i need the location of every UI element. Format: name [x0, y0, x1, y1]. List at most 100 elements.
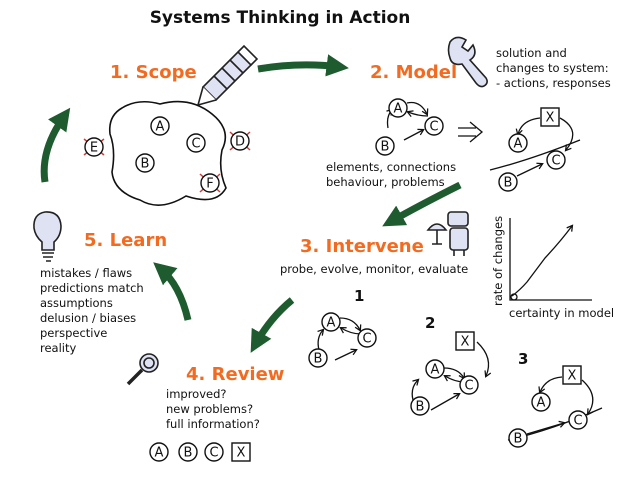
scope-node-a-letter: A [156, 120, 165, 135]
model-node-c: C [424, 116, 444, 136]
option-2-number: 2 [425, 314, 436, 332]
opt1-node-b: B [308, 348, 328, 368]
scope-node-f-excluded: F [200, 173, 220, 193]
model-elements-line: elements, connections [326, 160, 457, 174]
option-2-connections [411, 341, 492, 411]
model-elements-text: elements, connections behaviour, problem… [326, 160, 456, 190]
opt2-node-c-letter: C [464, 379, 473, 394]
model2-node-c-letter: C [551, 154, 560, 169]
scope-node-a: A [150, 116, 170, 136]
scope-node-e-excluded-letter: E [90, 141, 98, 156]
opt1-node-b-letter: B [314, 352, 323, 367]
pencil-icon [196, 44, 259, 107]
opt1-node-a: A [321, 312, 341, 332]
model2-node-x-letter: X [546, 111, 555, 126]
opt1-node-c-letter: C [362, 332, 371, 347]
model2-node-x: X [540, 107, 560, 127]
graph-start-point [510, 293, 518, 301]
opt3-node-a-letter: A [537, 396, 546, 411]
opt2-node-c: C [459, 375, 479, 395]
magnifier-icon [126, 353, 159, 386]
opt2-node-a: A [425, 359, 445, 379]
opt1-node-a-letter: A [327, 316, 336, 331]
robot-icon [426, 211, 469, 256]
review-node-a-letter: A [155, 446, 164, 461]
certainty-graph [509, 218, 592, 301]
opt2-node-b: B [410, 396, 430, 416]
opt2-node-a-letter: A [431, 363, 440, 378]
wrench-icon [447, 36, 488, 88]
opt3-node-x-letter: X [568, 369, 577, 384]
opt3-node-a: A [531, 392, 551, 412]
opt1-node-c: C [357, 328, 377, 348]
scope-blob [108, 100, 227, 206]
model-node-b: B [375, 136, 395, 156]
scope-node-f-excluded-letter: F [206, 177, 213, 192]
step-review-label: 4. Review [186, 364, 285, 385]
arrow-intervene-to-review [250, 297, 295, 353]
model2-node-a: A [508, 133, 528, 153]
step-learn-label: 5. Learn [84, 230, 168, 251]
option-1-number: 1 [354, 287, 365, 305]
review-question: improved? [166, 387, 227, 401]
step-intervene-label: 3. Intervene [300, 236, 424, 257]
review-node-c: C [204, 442, 224, 462]
opt3-node-b-letter: B [514, 432, 523, 447]
review-question: new problems? [166, 402, 254, 416]
graph-y-label: rate of changes [491, 215, 505, 306]
page-title: Systems Thinking in Action [149, 8, 411, 28]
model2-node-b: B [498, 172, 518, 192]
model-connections [386, 101, 429, 141]
graph-x-label: certainty in model [509, 306, 615, 320]
scope-node-b: B [135, 153, 155, 173]
model2-node-c: C [546, 150, 566, 170]
review-node-b-letter: B [184, 446, 193, 461]
learn-item: reality [40, 341, 77, 355]
model-solution-text: solution and changes to system: - action… [496, 46, 611, 91]
learn-item: delusion / biases [40, 311, 137, 325]
implies-arrow [458, 121, 484, 143]
model-solution-line: - actions, responses [496, 76, 611, 90]
learn-item: assumptions [40, 296, 113, 310]
review-node-x: X [231, 442, 251, 462]
model-node-a: A [388, 98, 408, 118]
review-node-x-letter: X [237, 446, 246, 461]
model-node-a-letter: A [394, 102, 403, 117]
opt3-node-c-letter: C [573, 414, 582, 429]
scope-node-e-excluded: E [84, 137, 104, 157]
model-node-b-letter: B [381, 140, 390, 155]
arrow-learn-to-scope [40, 107, 71, 183]
review-node-b: B [178, 442, 198, 462]
model-node-c-letter: C [429, 120, 438, 135]
review-node-a: A [149, 442, 169, 462]
model-solution-line: solution and [496, 46, 567, 60]
model-intervention-connections [489, 117, 581, 177]
scope-node-b-letter: B [141, 157, 150, 172]
review-questions: improved? new problems? full information… [166, 387, 260, 432]
opt3-node-c: C [568, 410, 588, 430]
model2-node-a-letter: A [514, 137, 523, 152]
opt3-node-b: B [508, 428, 528, 448]
opt3-node-x: X [562, 365, 582, 385]
learn-item: mistakes / flaws [40, 266, 133, 280]
learn-item: perspective [40, 326, 108, 340]
scope-node-c-letter: C [191, 137, 200, 152]
step-model-label: 2. Model [370, 62, 458, 83]
opt2-node-x-letter: X [461, 335, 470, 350]
arrow-model-to-intervene [382, 181, 462, 227]
model-solution-line: changes to system: [496, 61, 609, 75]
scope-node-d-excluded-letter: D [235, 135, 245, 150]
step-scope-label: 1. Scope [110, 62, 197, 83]
scope-node-c: C [186, 133, 206, 153]
model2-node-b-letter: B [504, 176, 513, 191]
review-question: full information? [166, 417, 260, 431]
learn-list: mistakes / flaws predictions match assum… [40, 266, 144, 356]
option-3-number: 3 [518, 350, 529, 368]
opt2-node-x: X [455, 331, 475, 351]
model-elements-line: behaviour, problems [326, 175, 445, 189]
arrow-scope-to-model [257, 54, 349, 77]
lightbulb-icon [33, 211, 62, 262]
arrow-review-to-learn [153, 262, 192, 321]
opt2-node-b-letter: B [416, 400, 425, 415]
